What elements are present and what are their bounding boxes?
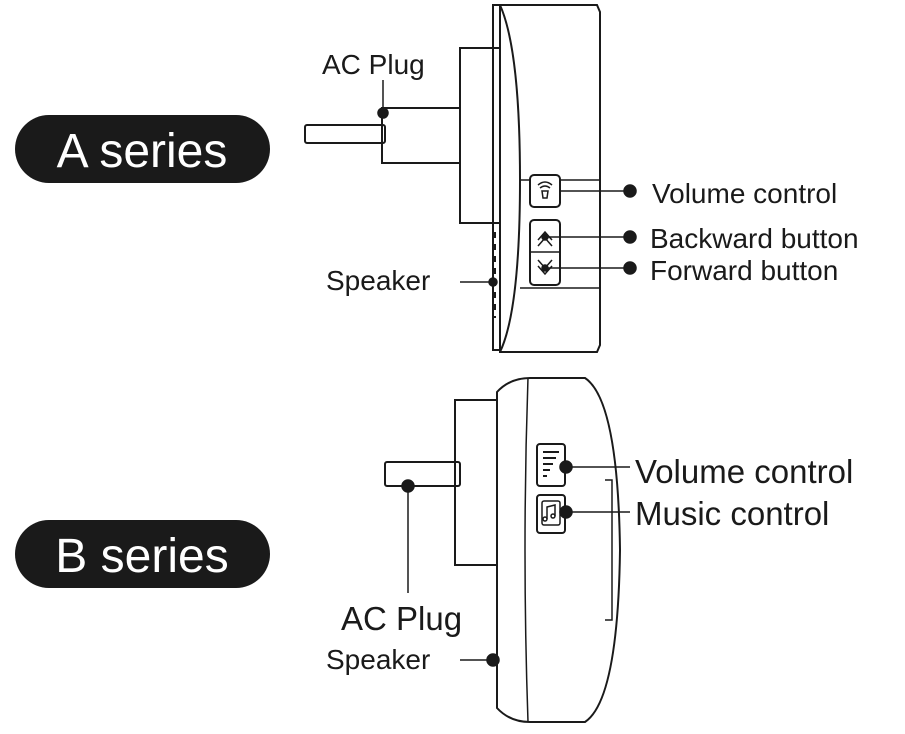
a-series-device	[304, 4, 601, 353]
a-body-curve	[499, 4, 522, 353]
a-series-badge-text: A series	[57, 125, 228, 178]
b-music-control-label: Music control	[635, 495, 829, 532]
b-body-seam	[524, 377, 529, 723]
a-plug-pin	[304, 124, 386, 144]
a-series-badge: A series	[15, 115, 270, 183]
b-side-bevel	[605, 479, 613, 621]
a-series-section: A series	[15, 4, 859, 353]
b-ac-plug-label: AC Plug	[341, 600, 462, 637]
b-series-section: B series	[15, 377, 853, 723]
b-series-badge-text: B series	[55, 530, 228, 583]
volume-level-icon	[543, 451, 559, 477]
b-main-body	[496, 377, 622, 723]
a-forward-button-label: Forward button	[650, 255, 838, 286]
b-series-device	[384, 377, 622, 723]
b-series-badge: B series	[15, 520, 270, 588]
volume-button-icon	[537, 181, 553, 199]
a-backward-button-label: Backward button	[650, 223, 859, 254]
b-callouts	[401, 460, 630, 667]
b-speaker-label: Speaker	[326, 644, 430, 675]
b-volume-control-label: Volume control	[635, 453, 853, 490]
a-ac-plug-label: AC Plug	[322, 49, 425, 80]
a-plug-base	[381, 107, 461, 164]
a-volume-control-label: Volume control	[652, 178, 837, 209]
a-rear-plate	[492, 4, 501, 351]
b-plug-pin	[384, 461, 461, 487]
b-plug-base	[454, 399, 498, 566]
a-callouts	[377, 80, 637, 287]
a-speaker-label: Speaker	[326, 265, 430, 296]
